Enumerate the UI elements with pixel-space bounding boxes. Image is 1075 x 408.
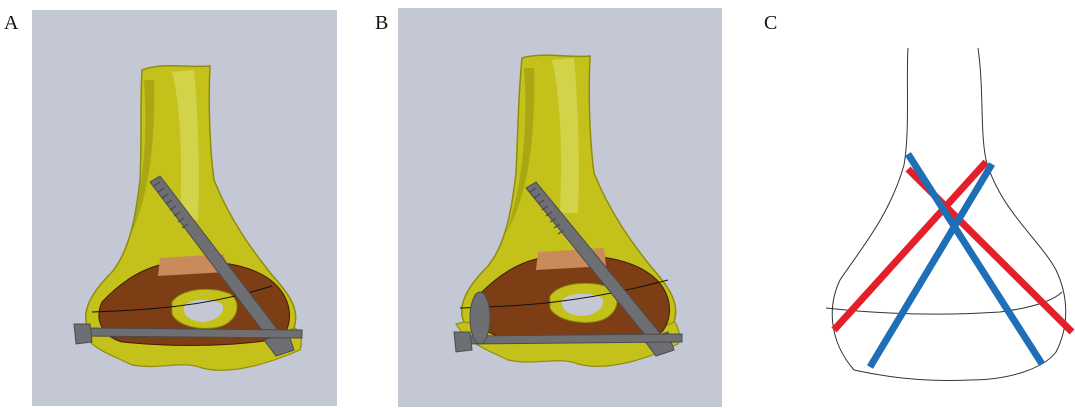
schematic-panel-c [820, 40, 1075, 385]
bone-render-a [32, 10, 337, 406]
render-panel-b [398, 8, 722, 407]
bone-render-b [398, 8, 722, 407]
render-panel-a [32, 10, 337, 406]
bone-schematic [820, 40, 1075, 385]
panel-label-a: A [4, 12, 18, 35]
panel-label-b: B [375, 12, 388, 35]
screw-head-medial [470, 292, 490, 344]
panel-label-c: C [764, 12, 777, 35]
